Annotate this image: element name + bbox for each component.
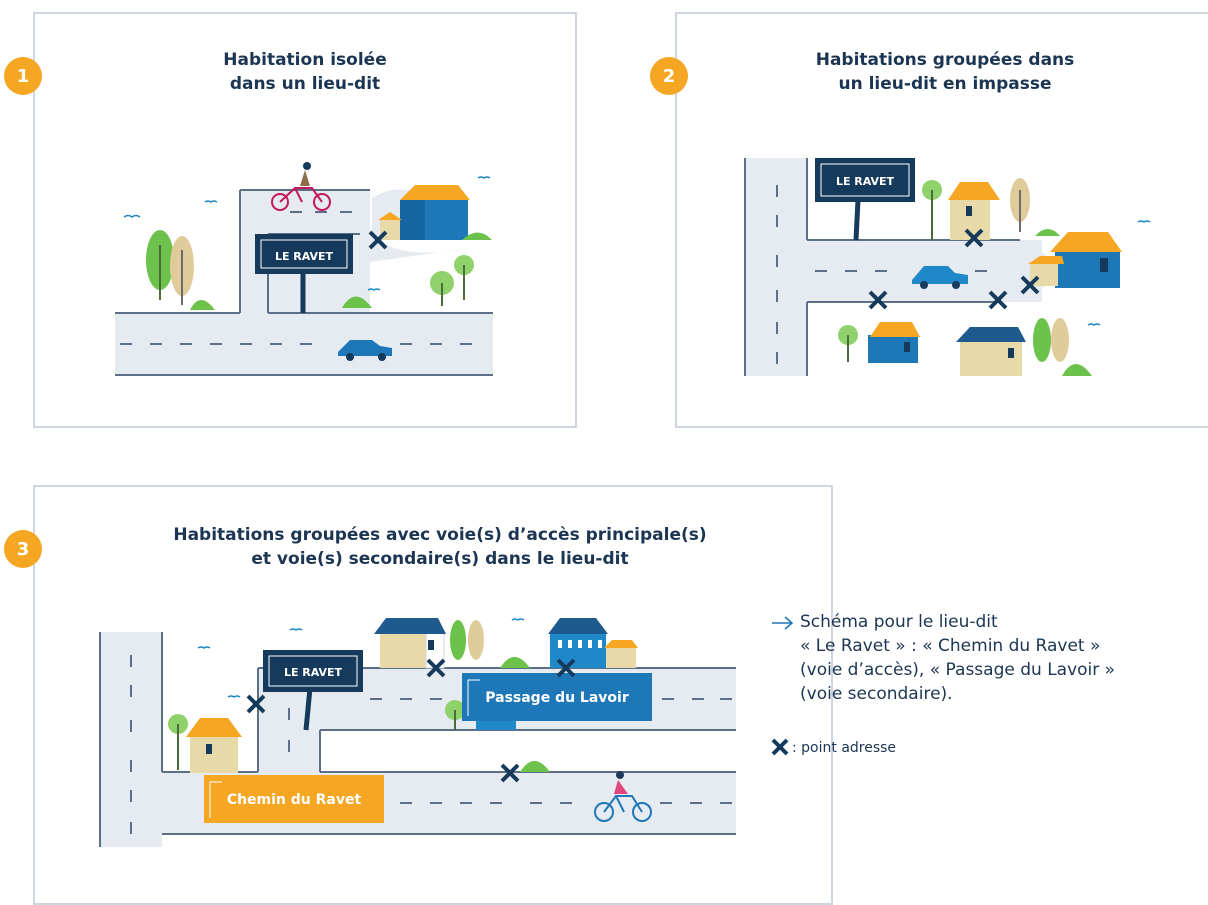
panel-1-scene: LE RAVET — [115, 162, 493, 376]
panel-1-number-badge: 1 — [4, 57, 42, 95]
house-icon — [948, 182, 1000, 240]
panel-2-title: Habitations groupées dans un lieu-dit en… — [780, 48, 1110, 96]
panel-3-title-line2: et voie(s) secondaire(s) dans le lieu-di… — [251, 549, 629, 569]
tree-icon — [342, 255, 474, 308]
car-icon — [338, 340, 392, 361]
address-point-icon — [368, 230, 388, 250]
house-icon — [1028, 232, 1122, 288]
panel-3-title-line1: Habitations groupées avec voie(s) d’accè… — [173, 525, 707, 545]
label-passage-du-lavoir: Passage du Lavoir — [485, 690, 629, 706]
label-chemin-du-ravet: Chemin du Ravet — [227, 792, 362, 808]
house-icon — [372, 185, 492, 240]
legend-line-1: Schéma pour le lieu-dit — [800, 612, 998, 632]
panel-3-title: Habitations groupées avec voie(s) d’accè… — [120, 523, 760, 571]
cyclist-icon — [594, 771, 652, 822]
legend-address-point-icon — [771, 738, 789, 756]
legend-address-point-label: : point adresse — [792, 740, 897, 756]
panel-2-title-line1: Habitations groupées dans — [815, 50, 1075, 70]
arrow-right-icon — [772, 616, 794, 630]
tree-icon — [146, 230, 215, 310]
panel-1-sign-text: LE RAVET — [275, 250, 334, 263]
panel-2-number-badge: 2 — [650, 57, 688, 95]
panel-3-number-badge: 3 — [4, 530, 42, 568]
panel-1-title-line1: Habitation isolée — [223, 50, 387, 70]
tree-icon — [838, 178, 1092, 376]
address-point-icon — [246, 658, 576, 783]
house-icon — [374, 618, 446, 669]
legend-line-2: « Le Ravet » : « Chemin du Ravet » — [800, 636, 1101, 656]
tree-icon — [168, 620, 550, 772]
cyclist-icon — [271, 162, 331, 211]
panel-2-title-line2: un lieu-dit en impasse — [838, 74, 1052, 94]
panel-2-scene: LE RAVET — [744, 158, 1151, 376]
house-icon — [956, 327, 1026, 376]
panel-3-scene: LE RAVET Passage du Lavoir Chemin du Rav… — [99, 618, 736, 847]
panel-2-sign-text: LE RAVET — [836, 175, 895, 188]
house-icon — [548, 618, 638, 668]
house-icon — [868, 322, 920, 363]
address-point-icon — [868, 228, 1040, 310]
legend-line-3: (voie d’accès), « Passage du Lavoir » — [800, 660, 1116, 680]
house-icon — [186, 718, 242, 773]
panel-3-sign-text: LE RAVET — [284, 666, 343, 679]
panel-1-title: Habitation isolée dans un lieu-dit — [150, 48, 460, 96]
panel-1-title-line2: dans un lieu-dit — [229, 74, 381, 94]
legend-description: Schéma pour le lieu-dit « Le Ravet » : «… — [800, 610, 1208, 706]
car-icon — [912, 266, 968, 289]
legend-line-4: (voie secondaire). — [800, 684, 953, 704]
